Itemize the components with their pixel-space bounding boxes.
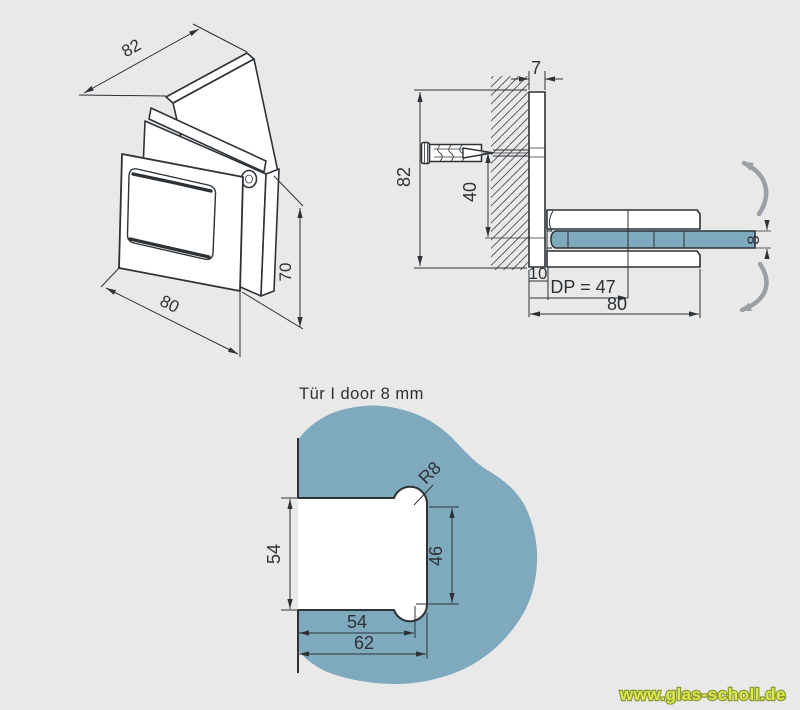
- iso-inset-shadow-bottom: [128, 237, 211, 259]
- template-dim-width-inner: 54: [299, 606, 416, 638]
- iso-pivot-cap-inner: [245, 174, 253, 184]
- template-dim-cutout-height: 54: [264, 497, 303, 611]
- screw-anchor: [420, 141, 529, 165]
- template-dim-width-outer: 62: [299, 613, 428, 659]
- swing-arrow-down: [739, 261, 769, 313]
- side-dim-depth: 80: [530, 269, 701, 318]
- dowel-ribs: [434, 144, 470, 162]
- template-dim-54-left-label: 54: [264, 544, 284, 564]
- template-title: Tür I door 8 mm: [299, 385, 424, 403]
- iso-inset-shadow-top: [131, 172, 213, 193]
- clamp-plate-top: [546, 209, 701, 230]
- side-dim-10-label: 10: [529, 264, 548, 283]
- side-dim-pivot: DP = 47: [530, 210, 629, 301]
- iso-dim-right-label: 70: [276, 263, 295, 282]
- side-dim-7-label: 7: [531, 58, 541, 78]
- side-dim-80-label: 80: [607, 294, 627, 314]
- knuckle: [546, 210, 554, 267]
- swing-arrow-up: [741, 160, 769, 217]
- wall-hatch: [491, 76, 529, 270]
- iso-back-plate-side-band: [260, 168, 280, 297]
- template-dim-62-label: 62: [354, 633, 374, 653]
- template-dim-46-label: 46: [426, 546, 446, 566]
- dowel-collar: [420, 141, 431, 165]
- screw-tip: [462, 147, 494, 159]
- iso-glass-edge: [148, 107, 267, 173]
- watermark: www.glas-scholl.de: [619, 685, 786, 704]
- side-dim-wall-offset: 10: [528, 264, 549, 317]
- wall-plate: [528, 91, 546, 268]
- glass-panel: [550, 230, 756, 249]
- iso-dim-right: 70: [241, 175, 304, 330]
- cutout-outline: [298, 485, 429, 623]
- wall-plate-screw-hole: [529, 147, 545, 158]
- iso-front-plate-inset: [126, 168, 217, 261]
- template-dim-right-height: 46: [416, 506, 459, 605]
- side-dim-8-label: 8: [744, 235, 763, 244]
- hinge-body: [546, 209, 756, 268]
- screw-shaft: [493, 149, 529, 157]
- side-dim-40-label: 40: [460, 182, 480, 202]
- side-dim-plate-thickness: 7: [511, 58, 563, 90]
- side-dim-plate-height: 82: [394, 89, 527, 269]
- glass-divisions: [567, 231, 685, 248]
- side-dim-dp-label: DP = 47: [550, 277, 615, 297]
- side-dim-glass-thickness: 8: [744, 220, 771, 259]
- template-view: Tür I door 8 mm 54 46 R8 54: [264, 385, 538, 684]
- template-dim-54-bottom-label: 54: [347, 612, 367, 632]
- cutout-fill: [298, 486, 428, 622]
- side-view: 7 82 40 10 DP = 47 80: [394, 58, 771, 318]
- clamp-plate-bottom: [546, 250, 701, 268]
- iso-view: 82 80 70: [78, 23, 304, 357]
- side-dim-screw-offset: 40: [460, 153, 546, 239]
- side-dim-82-label: 82: [394, 167, 414, 187]
